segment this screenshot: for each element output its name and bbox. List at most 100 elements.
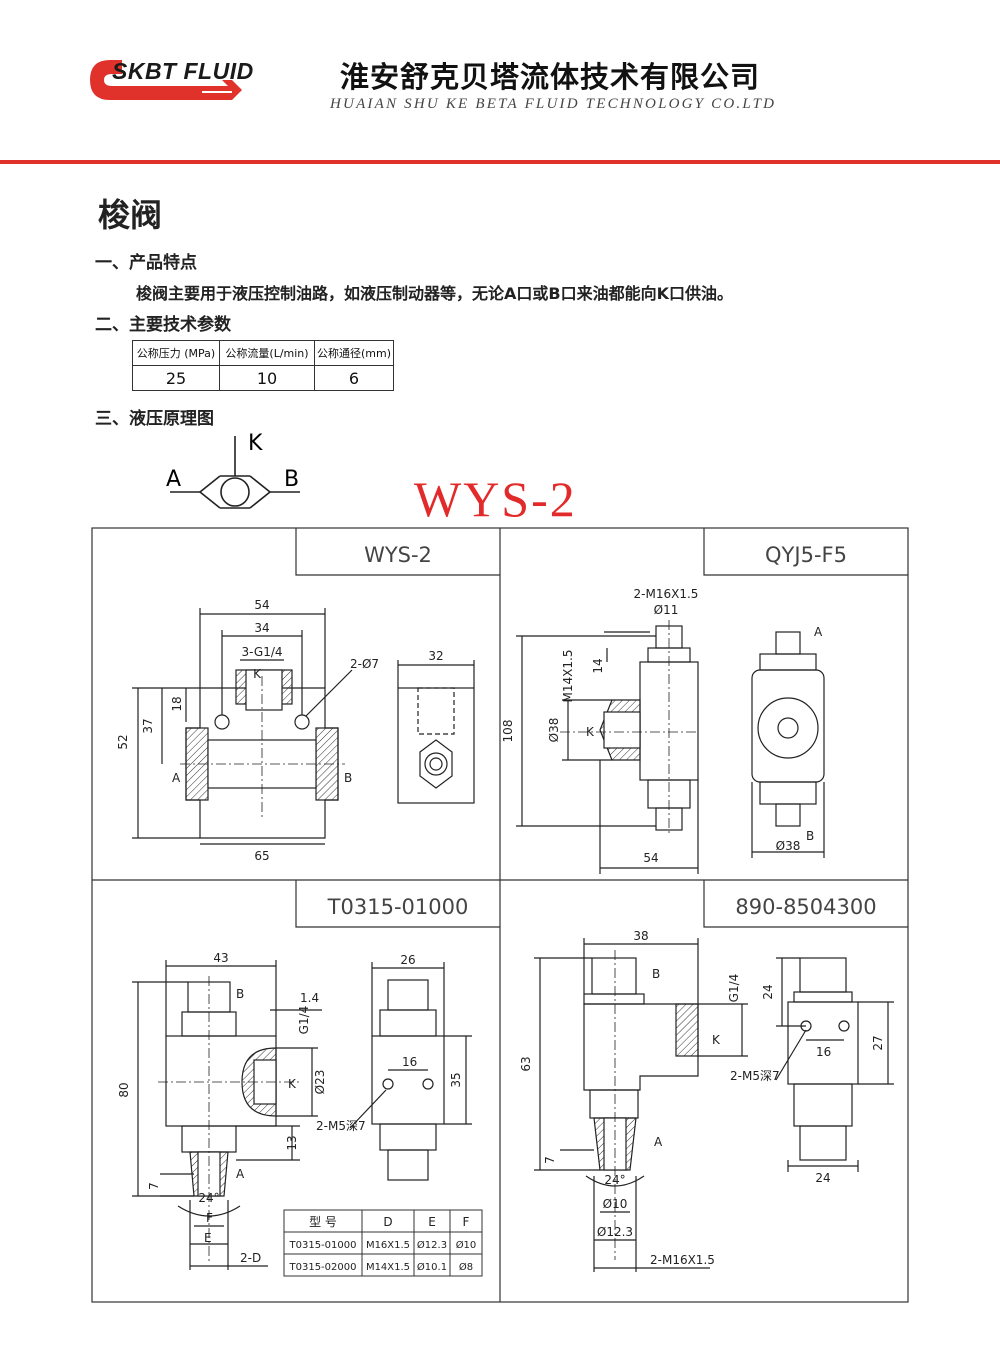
- section-heading-params: 二、主要技术参数: [95, 315, 231, 335]
- dim-label: 2-M5深7: [730, 1069, 780, 1083]
- dim-label: Ø12.3: [597, 1225, 633, 1239]
- port-label: A: [236, 1167, 245, 1181]
- port-label: A: [654, 1135, 663, 1149]
- symbol-label-b: B: [284, 467, 299, 492]
- dim-label: 24: [761, 984, 775, 999]
- model-title: WYS-2: [414, 471, 577, 527]
- dim-label: 2-M5深7: [316, 1119, 366, 1133]
- dim-label: 2-M16X1.5: [634, 587, 699, 601]
- spec-table-cell: M14X1.5: [366, 1262, 410, 1273]
- dim-label: 2-M16X1.5: [650, 1253, 715, 1267]
- dim-label: 24: [815, 1171, 830, 1185]
- dim-label: 37: [141, 718, 155, 733]
- dim-label: F: [206, 1211, 213, 1225]
- port-label: A: [814, 625, 823, 639]
- port-label: K: [586, 725, 595, 739]
- panel-title: 890-8504300: [735, 895, 876, 919]
- tech-params-table: 公称压力 (MPa) 公称流量(L/min) 公称通径(mm) 25 10 6: [132, 340, 394, 391]
- dim-label: 52: [116, 734, 130, 749]
- logo-swoosh-icon: [90, 60, 242, 100]
- panel-title: T0315-01000: [327, 895, 469, 919]
- spec-table-cell: Ø10: [456, 1239, 477, 1251]
- port-label: B: [806, 829, 814, 843]
- panel-title: QYJ5-F5: [765, 543, 847, 567]
- dim-label: 24°: [198, 1191, 219, 1205]
- spec-table-header: E: [428, 1215, 436, 1229]
- dim-label: 7: [543, 1156, 557, 1164]
- dim-label: 27: [871, 1035, 885, 1050]
- dim-label: Ø38: [547, 718, 561, 743]
- dim-label: Ø10: [603, 1197, 628, 1211]
- dim-label: Ø11: [654, 603, 679, 617]
- product-description: 梭阀主要用于液压控制油路，如液压制动器等，无论A口或B口来油都能向K口供油。: [136, 284, 733, 303]
- drawing-890: [534, 938, 894, 1272]
- spec-table-header: F: [463, 1215, 470, 1229]
- drawing-t0315: [132, 960, 472, 1270]
- spec-table-cell: Ø10.1: [417, 1261, 447, 1273]
- port-label: K: [253, 667, 262, 681]
- dim-label: 32: [428, 649, 443, 663]
- param-value: 6: [314, 365, 394, 391]
- dim-label: 54: [254, 598, 269, 612]
- company-name-en: HUAIAN SHU KE BETA FLUID TECHNOLOGY CO.L…: [330, 96, 777, 112]
- spec-table-cell: T0315-01000: [289, 1240, 357, 1251]
- port-label: K: [712, 1033, 721, 1047]
- dim-label: G1/4: [727, 974, 741, 1003]
- spec-table-cell: T0315-02000: [289, 1262, 357, 1273]
- dim-label: 43: [213, 951, 228, 965]
- company-name-cn: 淮安舒克贝塔流体技术有限公司: [340, 60, 761, 94]
- model-spec-table: [283, 1209, 483, 1277]
- spec-table-header: 型 号: [309, 1215, 337, 1229]
- dim-label: 24°: [604, 1173, 625, 1187]
- section-heading-schematic: 三、液压原理图: [95, 409, 214, 429]
- dim-label: 80: [117, 1082, 131, 1097]
- dim-label: 13: [285, 1135, 299, 1150]
- dim-label: Ø38: [776, 839, 801, 853]
- dim-label: 16: [402, 1055, 417, 1069]
- spec-table-cell: M16X1.5: [366, 1240, 410, 1251]
- port-label: K: [288, 1077, 297, 1091]
- dim-label: 38: [633, 929, 648, 943]
- param-header: 公称压力 (MPa): [132, 340, 220, 366]
- dim-label: M14X1.5: [561, 650, 575, 703]
- page-title: 梭阀: [98, 196, 163, 234]
- spec-table-cell: Ø12.3: [417, 1239, 447, 1251]
- port-label: B: [236, 987, 244, 1001]
- spec-table-header: D: [383, 1215, 392, 1229]
- port-label: A: [172, 771, 181, 785]
- dim-label: 108: [501, 720, 515, 743]
- dim-label: 14: [591, 658, 605, 673]
- dim-label: 54: [643, 851, 658, 865]
- dim-label: E: [204, 1231, 212, 1245]
- shuttle-valve-symbol: K A B: [166, 431, 300, 509]
- dim-label: 34: [254, 621, 269, 635]
- symbol-label-k: K: [248, 431, 263, 456]
- dim-label: 1.4: [300, 991, 319, 1005]
- company-logo: [90, 60, 242, 100]
- dim-label: 7: [147, 1182, 161, 1190]
- section-heading-features: 一、产品特点: [95, 253, 197, 273]
- header-divider: [0, 160, 1000, 164]
- dim-label: 35: [449, 1072, 463, 1087]
- dim-label: 16: [816, 1045, 831, 1059]
- dim-label: 65: [254, 849, 269, 863]
- dim-label: 26: [400, 953, 415, 967]
- spec-table-cell: Ø8: [459, 1261, 473, 1273]
- dim-label: Ø23: [313, 1070, 327, 1095]
- dim-label: 63: [519, 1056, 533, 1071]
- dim-label: 18: [170, 696, 184, 711]
- dim-label: G1/4: [297, 1006, 311, 1035]
- dim-label: 3-G1/4: [241, 645, 282, 659]
- drawing-wys2: [132, 608, 475, 845]
- dim-label: 2-D: [240, 1251, 261, 1265]
- port-label: B: [652, 967, 660, 981]
- panel-title: WYS-2: [364, 543, 432, 567]
- logo-text: SKBT FLUID: [112, 58, 254, 84]
- dim-label: 2-Ø7: [350, 657, 379, 671]
- port-label: B: [344, 771, 352, 785]
- param-value: 10: [219, 365, 315, 391]
- param-value: 25: [132, 365, 220, 391]
- symbol-label-a: A: [166, 467, 181, 492]
- drawing-qyj5: [516, 620, 825, 874]
